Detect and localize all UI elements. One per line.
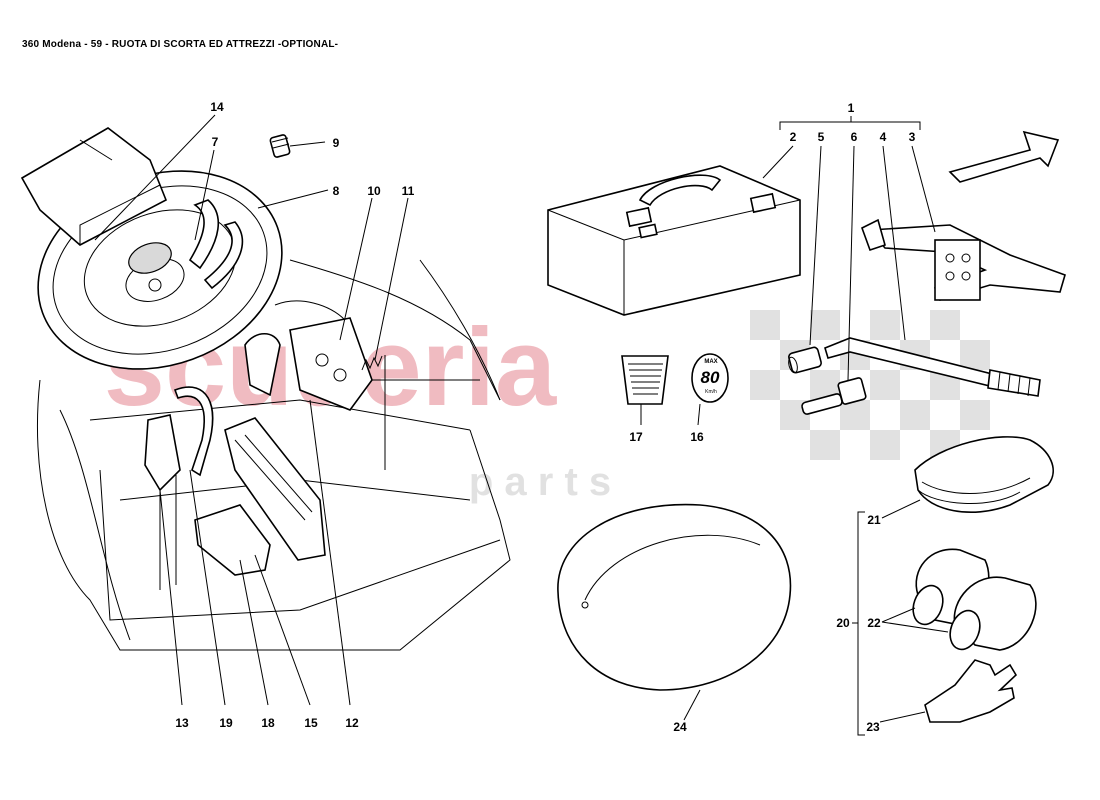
spring (361, 355, 383, 371)
trunk-compartment (36, 259, 511, 651)
label-21: 21 (867, 513, 881, 527)
label-8: 8 (333, 184, 340, 198)
decal-speed: 80 (701, 368, 720, 387)
callout-labels: 1 2 3 4 5 6 7 8 9 10 11 12 13 14 15 16 1… (175, 100, 915, 734)
label-19: 19 (219, 716, 233, 730)
glove (924, 659, 1018, 723)
page-title: 360 Modena - 59 - RUOTA DI SCORTA ED ATT… (22, 39, 339, 50)
adapter (801, 377, 867, 415)
label-20: 20 (836, 616, 850, 630)
label-17: 17 (629, 430, 643, 444)
leader-lines-left (94, 114, 409, 706)
cloth (914, 436, 1054, 513)
wheel-strap (188, 199, 244, 290)
scissor-jack (861, 218, 1066, 301)
label-3: 3 (909, 130, 916, 144)
label-1: 1 (848, 101, 855, 115)
label-14: 14 (210, 100, 224, 114)
label-10: 10 (367, 184, 381, 198)
label-7: 7 (212, 135, 219, 149)
screws (159, 355, 386, 590)
decal-max: MAX (704, 359, 717, 365)
label-18: 18 (261, 716, 275, 730)
label-11: 11 (402, 184, 415, 198)
label-4: 4 (880, 130, 887, 144)
label-12: 12 (345, 716, 359, 730)
bolt (269, 134, 291, 158)
label-5: 5 (818, 130, 825, 144)
label-15: 15 (304, 716, 318, 730)
wheel-cover-plate (20, 127, 168, 246)
label-16: 16 (690, 430, 704, 444)
covers (912, 548, 1037, 651)
label-2: 2 (790, 130, 797, 144)
label-24: 24 (673, 720, 687, 734)
wheel-bag (557, 503, 792, 721)
group-bracket (762, 116, 936, 381)
checkered-flag-watermark (750, 310, 990, 460)
jack-tray (194, 417, 326, 576)
label-13: 13 (175, 716, 189, 730)
lower-strap (144, 386, 214, 492)
info-label (621, 355, 669, 425)
group-bracket-20 (852, 499, 949, 736)
decal-unit: Km/h (705, 389, 717, 395)
label-22: 22 (867, 616, 881, 630)
label-23: 23 (866, 720, 880, 734)
watermark-sub: p a r t s (469, 460, 611, 504)
socket (788, 346, 822, 374)
label-6: 6 (851, 130, 858, 144)
tool-bag (547, 165, 801, 316)
wheel-wrench (824, 337, 1041, 397)
wheel-bracket (244, 300, 373, 411)
label-9: 9 (333, 136, 340, 150)
speed-limit-decal: MAX 80 Km/h (691, 353, 729, 426)
direction-arrow-icon (948, 130, 1060, 183)
